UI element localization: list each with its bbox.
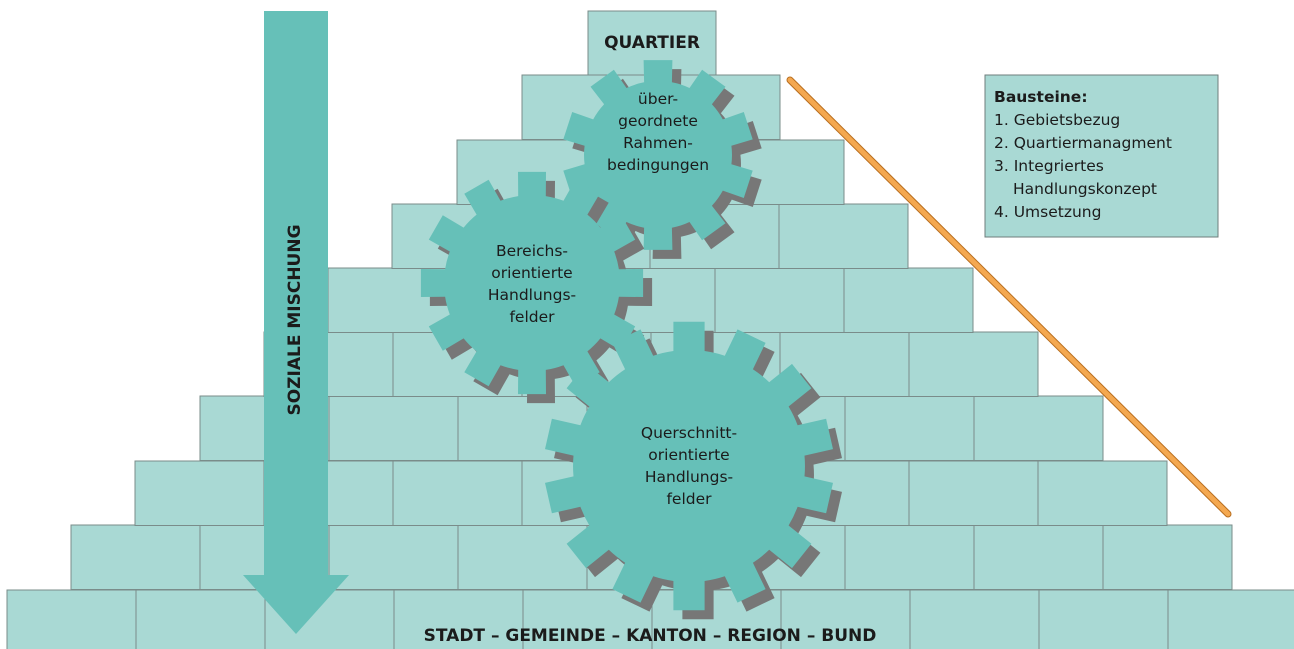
pyramid-brick bbox=[392, 460, 523, 526]
gear-icon bbox=[545, 321, 833, 611]
pyramid-brick bbox=[134, 460, 265, 526]
quartier-label: QUARTIER bbox=[604, 33, 700, 53]
pyramid-brick bbox=[70, 524, 201, 590]
pyramid-brick bbox=[6, 589, 137, 649]
pyramid-brick bbox=[844, 524, 975, 590]
gear-icon bbox=[563, 60, 753, 250]
pyramid-brick bbox=[973, 395, 1104, 461]
pyramid-brick bbox=[909, 589, 1040, 649]
gear-1-label-line: über- bbox=[638, 90, 678, 108]
pyramid-brick bbox=[1102, 524, 1233, 590]
pyramid-brick bbox=[1038, 589, 1169, 649]
gear-3-label-line: felder bbox=[666, 490, 712, 508]
pyramid-brick bbox=[457, 524, 588, 590]
legend-item-3-cont: Handlungskonzept bbox=[1013, 180, 1157, 198]
pyramid-brick bbox=[1037, 460, 1168, 526]
pyramid-brick bbox=[778, 203, 909, 269]
legend-title: Bausteine: bbox=[994, 88, 1088, 106]
gears-group: über-geordneteRahmen-bedingungenBereichs… bbox=[420, 60, 842, 620]
gear-3-label-line: Handlungs- bbox=[645, 468, 733, 486]
pyramid-brick bbox=[1167, 589, 1294, 649]
pyramid-brick bbox=[393, 589, 524, 649]
gear-3-label-line: orientierte bbox=[648, 446, 729, 464]
pyramid-brick bbox=[843, 267, 974, 333]
pyramid-brick bbox=[135, 589, 266, 649]
legend-item-4: 4. Umsetzung bbox=[994, 203, 1101, 221]
legend-item-3: 3. Integriertes bbox=[994, 157, 1104, 175]
legend-item-1: 1. Gebietsbezug bbox=[994, 111, 1120, 129]
gear-2-label-line: felder bbox=[509, 308, 555, 326]
pyramid-brick bbox=[908, 331, 1039, 397]
gear-2-label-line: Bereichs- bbox=[496, 242, 568, 260]
pyramid-brick bbox=[908, 460, 1039, 526]
gear-icon bbox=[420, 171, 644, 395]
bausteine-legend: Bausteine: 1. Gebietsbezug 2. Quartierma… bbox=[984, 74, 1219, 238]
soziale-mischung-arrow: SOZIALE MISCHUNG bbox=[243, 11, 349, 634]
pyramid-brick bbox=[714, 267, 845, 333]
legend-item-2: 2. Quartiermanagment bbox=[994, 134, 1172, 152]
gear-2-label-line: Handlungs- bbox=[488, 286, 576, 304]
base-label: STADT – GEMEINDE – KANTON – REGION – BUN… bbox=[424, 626, 877, 646]
diagonal-line bbox=[786, 76, 1232, 518]
pyramid-brick bbox=[780, 589, 911, 649]
pyramid-brick bbox=[328, 395, 459, 461]
gear-1-label-line: bedingungen bbox=[607, 156, 709, 174]
pyramid-brick bbox=[328, 524, 459, 590]
gear-2-label-line: orientierte bbox=[491, 264, 572, 282]
pyramid-brick bbox=[973, 524, 1104, 590]
pyramid-brick bbox=[844, 395, 975, 461]
gear-1-label-line: Rahmen- bbox=[623, 134, 693, 152]
quartier-block: QUARTIER bbox=[587, 10, 717, 76]
gear-1-label-line: geordnete bbox=[618, 112, 698, 130]
soziale-mischung-label: SOZIALE MISCHUNG bbox=[285, 224, 305, 415]
gear-3-label-line: Querschnitt- bbox=[641, 424, 737, 442]
